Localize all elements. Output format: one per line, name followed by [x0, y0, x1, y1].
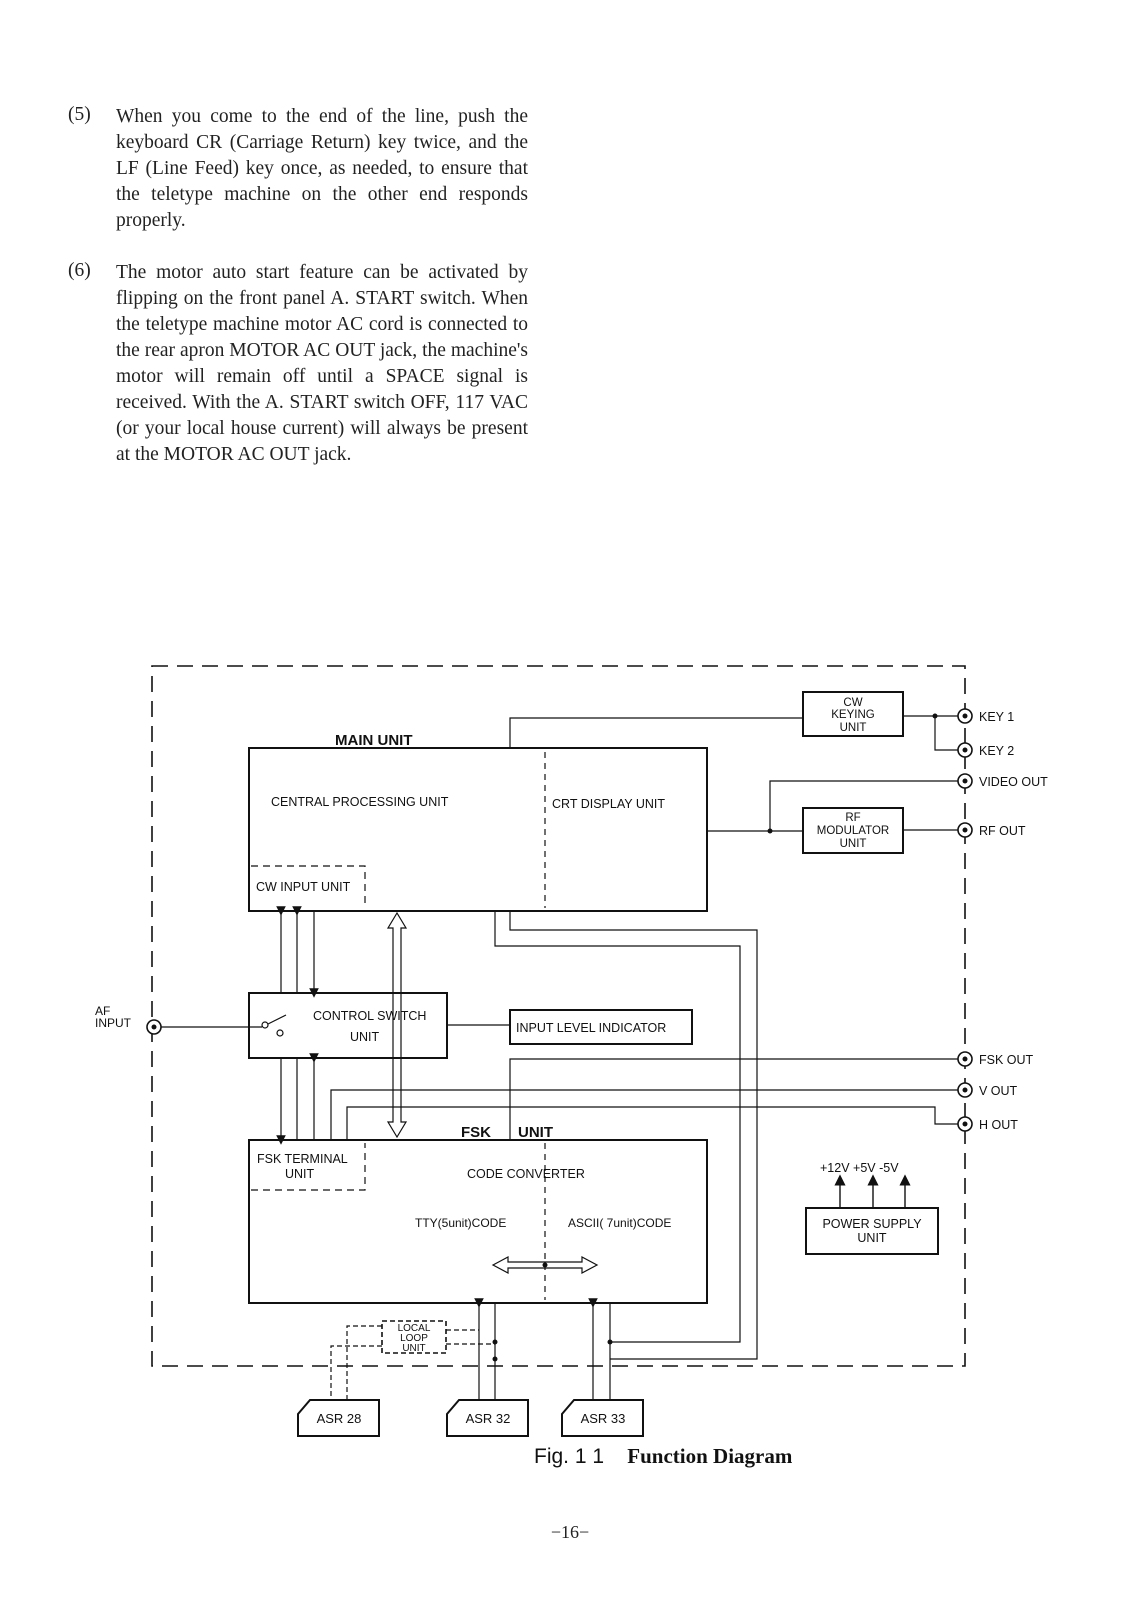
asr32-label: ASR 32 — [466, 1411, 511, 1426]
voltages-label: +12V +5V -5V — [820, 1161, 899, 1175]
cw-keying-label: CW — [843, 697, 862, 709]
asr28-box — [297, 1399, 380, 1437]
input-level-label: INPUT LEVEL INDICATOR — [516, 1021, 666, 1035]
asr33-box — [561, 1399, 644, 1437]
page-number: −16− — [550, 1522, 590, 1542]
enclosure-border — [151, 665, 966, 1367]
paragraph-text: The motor auto start feature can be acti… — [116, 262, 528, 465]
ascii-code-label: ASCII( 7unit)CODE — [568, 1216, 671, 1230]
rf-out-label: RF OUT — [979, 824, 1026, 838]
key1-label: KEY 1 — [979, 710, 1014, 724]
paragraph-5: (5) When you come to the end of the line… — [68, 104, 528, 244]
v-out-label: V OUT — [979, 1084, 1018, 1098]
local-loop-box — [381, 1320, 447, 1354]
cw-keying-box — [802, 691, 904, 737]
asr33-label: ASR 33 — [581, 1411, 626, 1426]
code-converter-label: CODE CONVERTER — [467, 1167, 585, 1181]
svg-text:LOOP: LOOP — [400, 1333, 428, 1344]
paragraph-number: (6) — [68, 260, 91, 281]
fsk-out-label: FSK OUT — [979, 1053, 1034, 1067]
local-loop-label: LOCAL — [398, 1323, 431, 1334]
svg-text:INPUT: INPUT — [95, 1016, 132, 1030]
svg-text:UNIT: UNIT — [518, 1124, 553, 1141]
main-unit-box — [248, 747, 708, 912]
svg-text:UNIT: UNIT — [840, 722, 867, 734]
cw-input-label: CW INPUT UNIT — [256, 880, 351, 894]
fsk-terminal-label: FSK TERMINAL — [257, 1152, 348, 1166]
asr28-label: ASR 28 — [317, 1411, 362, 1426]
output-jacks — [957, 708, 973, 1132]
paragraph-6: (6) The motor auto start feature can be … — [68, 260, 528, 500]
power-supply-label: POWER SUPPLY — [822, 1217, 922, 1231]
main-unit-title: MAIN UNIT — [335, 732, 413, 749]
h-out-label: H OUT — [979, 1118, 1018, 1132]
paragraph-text: When you come to the end of the line, pu… — [116, 106, 528, 231]
asr32-box — [446, 1399, 529, 1437]
svg-text:UNIT: UNIT — [840, 838, 867, 850]
key2-label: KEY 2 — [979, 744, 1014, 758]
input-level-box — [509, 1009, 693, 1045]
fsk-unit-title: FSK — [461, 1124, 491, 1141]
svg-text:KEYING: KEYING — [831, 709, 875, 721]
crt-label: CRT DISPLAY UNIT — [552, 797, 665, 811]
figure-caption: Fig. 1 1 Function Diagram — [534, 1444, 792, 1469]
control-switch-label: CONTROL SWITCH — [313, 1009, 426, 1023]
figure-title: Function Diagram — [627, 1444, 793, 1468]
svg-text:MODULATOR: MODULATOR — [817, 825, 889, 837]
svg-text:UNIT: UNIT — [857, 1231, 887, 1245]
cpu-label: CENTRAL PROCESSING UNIT — [271, 795, 449, 809]
af-input-label: AF — [95, 1004, 110, 1018]
svg-text:UNIT: UNIT — [350, 1030, 380, 1044]
power-supply-box — [805, 1207, 939, 1255]
video-out-label: VIDEO OUT — [979, 775, 1048, 789]
control-switch-box — [248, 992, 448, 1059]
tty-code-label: TTY(5unit)CODE — [415, 1216, 506, 1230]
figure-number: Fig. 1 1 — [534, 1445, 605, 1468]
paragraph-number: (5) — [68, 104, 91, 125]
svg-text:UNIT: UNIT — [402, 1343, 425, 1354]
svg-text:UNIT: UNIT — [285, 1167, 315, 1181]
rf-modulator-label: RF — [845, 812, 860, 824]
